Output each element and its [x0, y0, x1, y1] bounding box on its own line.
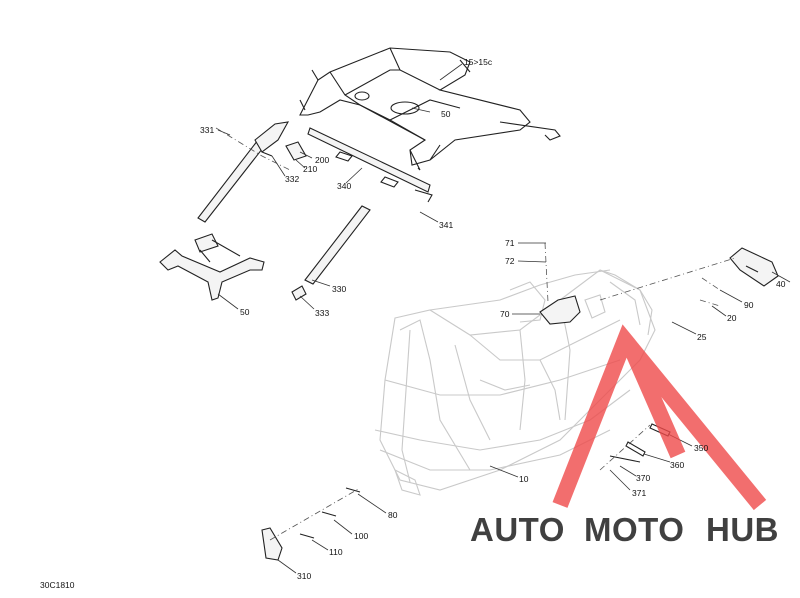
callout-40: 40	[776, 279, 786, 289]
part-200-sleeve	[285, 141, 307, 161]
assembly-axes	[215, 127, 736, 541]
part-50-h-frame	[159, 233, 265, 301]
part-333-clamp	[291, 285, 307, 301]
part-331-tube	[197, 121, 290, 223]
callout-331: 331	[200, 125, 214, 135]
callout-210: 210	[303, 164, 317, 174]
callout-90: 90	[744, 300, 754, 310]
callout-25: 25	[697, 332, 707, 342]
watermark-auto: AUTO	[470, 511, 565, 548]
callout-340: 340	[337, 181, 351, 191]
part-330-tube	[304, 205, 371, 285]
callout-371: 371	[632, 488, 646, 498]
part-40-bracket	[729, 247, 779, 287]
callout-110: 110	[329, 547, 343, 557]
watermark-moto: MOTO	[584, 511, 684, 548]
watermark-hub: HUB	[706, 511, 779, 548]
watermark-logo: AUTO MOTO HUB	[470, 324, 779, 548]
callout-70: 70	[500, 309, 510, 319]
leader-lines	[217, 63, 791, 574]
callout-360: 360	[670, 460, 684, 470]
callout-labels: 15>15c 50 331 200 210 332 340 341 330 33…	[200, 57, 786, 581]
callout-72: 72	[505, 256, 515, 266]
callout-80: 80	[388, 510, 398, 520]
callout-15-15c: 15>15c	[464, 57, 493, 67]
part-310-bracket	[261, 527, 283, 561]
part-340-cross-tube	[307, 127, 433, 203]
callout-20: 20	[727, 313, 737, 323]
callout-370: 370	[636, 473, 650, 483]
callout-10: 10	[519, 474, 529, 484]
callout-350: 350	[694, 443, 708, 453]
callout-332: 332	[285, 174, 299, 184]
watermark-triangle	[552, 324, 767, 511]
callout-200: 200	[315, 155, 329, 165]
part-70-bracket	[539, 295, 581, 325]
callout-341: 341	[439, 220, 453, 230]
roof-frame-drawing	[299, 47, 561, 171]
callout-100: 100	[354, 531, 368, 541]
callout-71: 71	[505, 238, 515, 248]
callout-310: 310	[297, 571, 311, 581]
callout-50-left: 50	[240, 307, 250, 317]
figure-code: 30C1810	[40, 580, 75, 590]
callout-333: 333	[315, 308, 329, 318]
callout-330: 330	[332, 284, 346, 294]
callout-50-top: 50	[441, 109, 451, 119]
